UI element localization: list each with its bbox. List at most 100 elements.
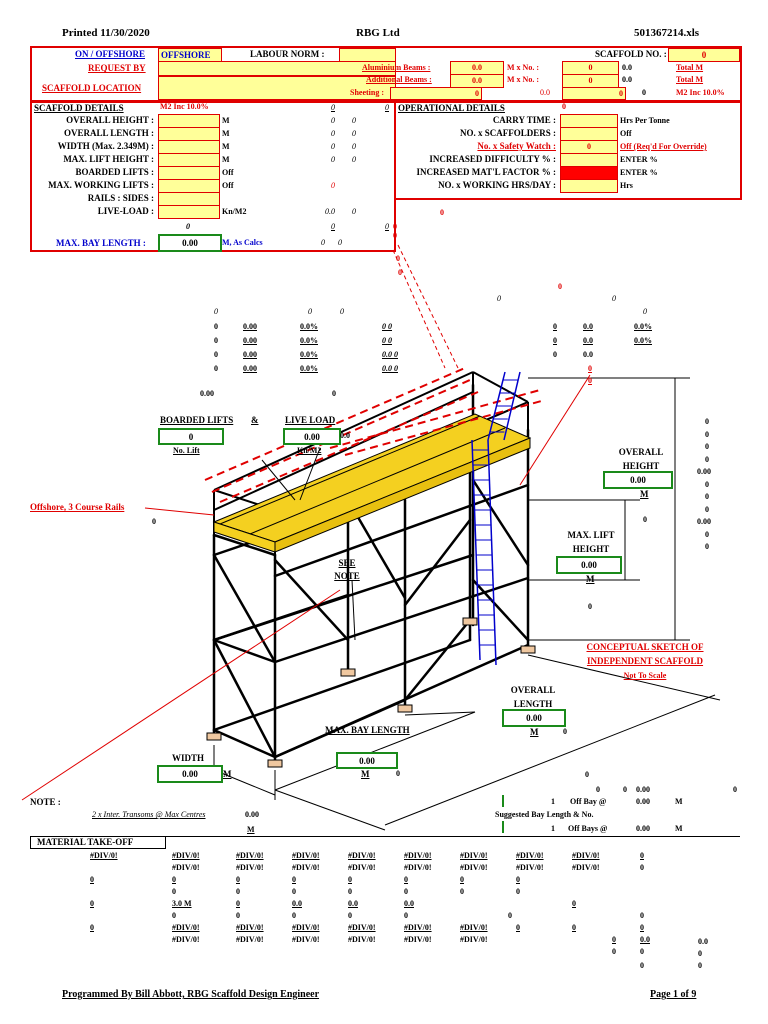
footer-credit: Programmed By Bill Abbott, RBG Scaffold … <box>62 989 320 1000</box>
material-cell: 3.0 M <box>172 899 192 908</box>
off-bay-marker <box>502 795 564 807</box>
calc-cell: 0.0 0 <box>382 364 398 373</box>
material-cell: #DIV/0! <box>292 923 320 932</box>
material-cell: #DIV/0! <box>292 935 320 944</box>
max-lift-height-field[interactable]: 0.00 <box>556 556 622 574</box>
boarded-lifts-field[interactable]: 0 <box>158 428 224 445</box>
scaffold-detail-label: MAX. WORKING LIFTS : <box>48 180 154 190</box>
material-cell: 0 <box>640 911 644 920</box>
overall-length-field[interactable]: 0.00 <box>502 709 566 727</box>
right-zero: 0 <box>705 542 709 551</box>
calc-red-cell: 0 <box>588 364 592 373</box>
operational-label: INCREASED MAT'L FACTOR % : <box>416 167 556 177</box>
scaffold-detail-unit: Kn/M2 <box>222 207 247 216</box>
note-label: NOTE : <box>30 797 61 807</box>
red-zero: 0 <box>440 208 444 217</box>
scaffold-detail-a: 0 <box>331 142 335 151</box>
off-bay-unit: M <box>675 797 683 806</box>
material-cell: 0.0 <box>404 899 414 908</box>
footer-page: Page 1 of 9 <box>650 989 697 1000</box>
scaffold-detail-b: 0 <box>352 142 356 151</box>
material-cell: 0 <box>348 875 352 884</box>
overall-height-unit: M <box>640 489 649 499</box>
calc-red-cell: 0 <box>588 376 592 385</box>
material-cell: 0 <box>516 875 520 884</box>
note-text: 2 x Inter. Transoms @ Max Centres <box>92 810 206 819</box>
operational-unit: Hrs Per Tonne <box>620 116 670 125</box>
m-x-no-label-2: M x No. : <box>507 75 539 84</box>
max-bay-length-field[interactable]: 0.00 <box>158 234 222 252</box>
material-cell: #DIV/0! <box>516 851 544 860</box>
operational-field[interactable] <box>560 179 618 193</box>
material-cell: 0 <box>460 875 464 884</box>
material-title: MATERIAL TAKE-OFF <box>30 836 166 849</box>
offshore-rails-zero: 0 <box>152 517 156 526</box>
material-cell: 0 <box>292 911 296 920</box>
scaffold-detail-unit: M <box>222 129 230 138</box>
max-lift-zero: 0 <box>588 602 592 611</box>
calc-bottom-a: 0.00 <box>200 389 214 398</box>
scaffold-detail-b: 0 <box>352 129 356 138</box>
scaffold-detail-unit: Off <box>222 168 234 177</box>
live-load-label: LIVE LOAD <box>285 415 336 425</box>
boarded-lifts-label: BOARDED LIFTS <box>160 415 234 425</box>
material-cell: #DIV/0! <box>572 863 600 872</box>
calc-cell: 0 0 <box>382 336 392 345</box>
calc-cell: 0 <box>214 364 218 373</box>
scaffold-extra-v1: 0 <box>331 222 335 231</box>
material-cell: #DIV/0! <box>404 923 432 932</box>
off-bays-unit: M <box>675 824 683 833</box>
scaffold-no-field[interactable]: 0 <box>668 48 740 62</box>
scaffold-m2-label: M2 Inc 10.0% <box>160 102 209 111</box>
calc-cell: 0.0 <box>583 336 593 345</box>
scaffold-detail-a: 0 <box>331 181 335 190</box>
material-cell: #DIV/0! <box>516 863 544 872</box>
scaffold-detail-unit: M <box>222 142 230 151</box>
overall-height-field[interactable]: 0.00 <box>603 471 673 489</box>
operational-details-title: OPERATIONAL DETAILS <box>398 103 505 113</box>
live-load-suffix: 0.0 <box>340 431 350 440</box>
red-zero: 0 <box>398 268 402 277</box>
operational-unit: Off <box>620 129 632 138</box>
sheeting-v3[interactable]: 0 <box>562 87 626 100</box>
scaffold-detail-field[interactable] <box>158 205 220 219</box>
request-by-label: REQUEST BY <box>88 63 146 73</box>
calc-top-000b: 0 <box>612 294 616 303</box>
total-m-label-2: Total M <box>676 75 704 84</box>
scaffold-detail-label: BOARDED LIFTS : <box>75 167 154 177</box>
sheeting-v4: 0 <box>642 88 646 97</box>
right-zero: 0 <box>705 442 709 451</box>
material-cell: 0.0 <box>348 899 358 908</box>
scaffold-location-field[interactable] <box>158 76 396 100</box>
material-cell: 0.0 <box>698 937 708 946</box>
printed-date: Printed 11/30/2020 <box>62 27 150 39</box>
width-field[interactable]: 0.00 <box>157 765 223 783</box>
material-cell: #DIV/0! <box>236 851 264 860</box>
overall-length-unit: M <box>530 727 539 737</box>
calc-cell: 0 <box>214 322 218 331</box>
max-bay-zero: 0 <box>396 769 400 778</box>
suggested-label: Suggested Bay Length & No. <box>495 810 594 819</box>
overall-length-label: OVERALL LENGTH <box>510 685 556 709</box>
sheeting-field[interactable]: 0 <box>390 87 482 100</box>
material-cell: 0 <box>90 875 94 884</box>
operational-unit: ENTER % <box>620 168 658 177</box>
scaffold-detail-b: 0 <box>352 116 356 125</box>
material-cell: #DIV/0! <box>460 935 488 944</box>
calc-cell: 0.00 <box>243 336 257 345</box>
overall-length-zero: 0 <box>563 727 567 736</box>
total-value-1: 0.0 <box>622 63 632 72</box>
file-name: 501367214.xls <box>634 27 700 39</box>
request-by-field[interactable] <box>158 61 396 76</box>
operational-unit: Hrs <box>620 181 633 190</box>
calc-top-0a: 0 <box>214 307 218 316</box>
scaffold-detail-unit: M <box>222 155 230 164</box>
max-bay-unit: M <box>361 769 370 779</box>
live-load-field[interactable]: 0.00 <box>283 428 341 445</box>
on-offshore-label: ON / OFFSHORE <box>75 49 146 59</box>
material-cell: 0 <box>640 947 644 956</box>
calc-cell: 0.00 <box>243 364 257 373</box>
sketch-max-bay-field[interactable]: 0.00 <box>336 752 398 769</box>
note-right-zero-4: 0 <box>733 785 737 794</box>
material-cell: #DIV/0! <box>404 935 432 944</box>
